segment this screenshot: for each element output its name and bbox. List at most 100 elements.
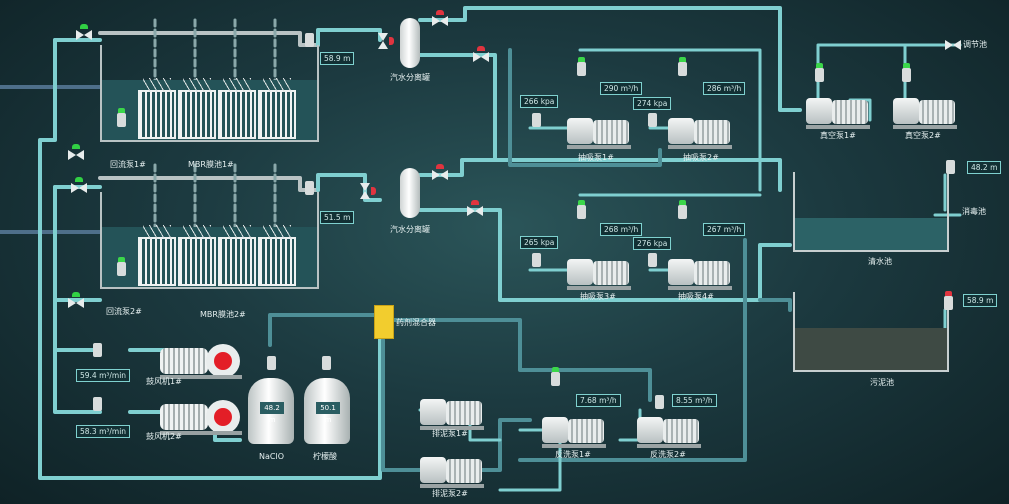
vacuum-pump-1[interactable] [806, 94, 870, 129]
sludge-level-sensor[interactable] [944, 291, 953, 310]
suction-pump-4-label: 抽吸泵4# [678, 292, 714, 301]
blower-2[interactable] [160, 398, 242, 436]
membrane-module [138, 78, 176, 139]
suction-pump-3-flow: 268 m³/h [600, 223, 643, 236]
sludge-tank-label: 污泥池 [870, 378, 894, 387]
suction-pump-4-flow: 267 m³/h [703, 223, 746, 236]
dosing-mixer-label: 药剂混合器 [396, 318, 436, 327]
suction-pump-1-pressure: 266 kpa [520, 95, 559, 108]
membrane-module [138, 225, 176, 286]
sludge-pump-1-label: 排泥泵1# [432, 429, 468, 438]
valve-separator-1-in[interactable] [378, 33, 388, 49]
clear-water-tank-level: 48.2 m [967, 161, 1002, 174]
blower-2-sensor[interactable] [93, 397, 102, 411]
valve-inlet-2[interactable] [71, 177, 87, 193]
suction-pump-4[interactable] [668, 255, 732, 290]
vacuum-pump-1-label: 真空泵1# [820, 131, 856, 140]
naclo-label: NaClO [259, 452, 284, 461]
pressure-gauge-2[interactable] [648, 113, 657, 127]
regulating-valve[interactable] [945, 40, 961, 50]
level-transmitter-2[interactable] [305, 181, 314, 195]
flow-meter-4[interactable] [678, 200, 687, 219]
clear-water-tank-label: 清水池 [868, 257, 892, 266]
membrane-module [178, 78, 216, 139]
regulating-tank-label: 调节池 [963, 40, 987, 49]
clear-water-level-sensor[interactable] [946, 160, 955, 174]
valve-separator-1-out[interactable] [473, 46, 489, 62]
mbr-tank-2-label: MBR膜池2# [200, 310, 246, 319]
separator-2-label: 汽水分离罐 [390, 225, 430, 234]
backwash-pump-2-label: 反洗泵2# [650, 450, 686, 459]
blower-1-flow: 59.4 m³/min [76, 369, 131, 382]
membrane-module [258, 225, 296, 286]
valve-separator-2-top[interactable] [432, 164, 448, 180]
level-transmitter-1[interactable] [305, 33, 314, 47]
backwash-pump-1-label: 反洗泵1# [555, 450, 591, 459]
suction-pump-3[interactable] [567, 255, 631, 290]
membrane-module [258, 78, 296, 139]
blower-1-sensor[interactable] [93, 343, 102, 357]
blower-1[interactable] [160, 342, 242, 380]
backwash-pump-1[interactable] [542, 413, 606, 448]
mbr-tank-1-label: MBR膜池1# [188, 160, 234, 169]
suction-pump-2-pressure: 274 kpa [633, 97, 672, 110]
level-sensor-mbr-2[interactable] [117, 257, 126, 276]
separator-tank-1[interactable] [400, 18, 420, 68]
level-sensor-mbr-1[interactable] [117, 108, 126, 127]
vacuum-pump-2[interactable] [893, 94, 957, 129]
valve-inlet-1[interactable] [76, 24, 92, 40]
sludge-pump-2[interactable] [420, 453, 484, 488]
disinfection-tank-label: 消毒池 [962, 207, 986, 216]
flow-meter-2[interactable] [678, 57, 687, 76]
blower-1-label: 鼓风机1# [146, 377, 182, 386]
backwash-flow-meter-1[interactable] [551, 367, 560, 386]
separator-tank-2[interactable] [400, 168, 420, 218]
clear-water-tank [793, 172, 949, 252]
sludge-pump-2-label: 排泥泵2# [432, 489, 468, 498]
suction-pump-1-label: 抽吸泵1# [578, 153, 614, 162]
suction-pump-2[interactable] [668, 114, 732, 149]
naclo-level: 48.2 m [260, 402, 284, 424]
mbr-tank-1-level: 58.9 m [320, 52, 355, 65]
suction-pump-3-pressure: 265 kpa [520, 236, 559, 249]
flow-meter-1[interactable] [577, 57, 586, 76]
pressure-gauge-1[interactable] [532, 113, 541, 127]
dosing-mixer[interactable] [374, 305, 394, 339]
suction-pump-1[interactable] [567, 114, 631, 149]
valve-separator-1-top[interactable] [432, 10, 448, 26]
suction-pump-1-flow: 290 m³/h [600, 82, 643, 95]
citric-acid-sensor[interactable] [322, 356, 331, 370]
membrane-module [178, 225, 216, 286]
suction-pump-2-flow: 286 m³/h [703, 82, 746, 95]
separator-1-label: 汽水分离罐 [390, 73, 430, 82]
naclo-tank[interactable]: 48.2 m [248, 378, 294, 444]
suction-pump-3-label: 抽吸泵3# [580, 292, 616, 301]
valve-separator-2-in[interactable] [360, 183, 370, 199]
citric-acid-level: 50.1 m [316, 402, 340, 424]
backwash-flow-meter-2[interactable] [655, 395, 664, 409]
vacuum-sensor-1[interactable] [815, 63, 824, 82]
blower-2-label: 鼓风机2# [146, 432, 182, 441]
membrane-module [218, 225, 256, 286]
backwash-pump-2-flow: 8.55 m³/h [672, 394, 717, 407]
pressure-gauge-3[interactable] [532, 253, 541, 267]
backwash-pump-1-flow: 7.68 m³/h [576, 394, 621, 407]
valve-return-2[interactable] [68, 292, 84, 308]
sludge-tank-level: 58.9 m [963, 294, 998, 307]
naclo-sensor[interactable] [267, 356, 276, 370]
mbr-tank-2-level: 51.5 m [320, 211, 355, 224]
vacuum-sensor-2[interactable] [902, 63, 911, 82]
suction-pump-2-label: 抽吸泵2# [683, 153, 719, 162]
sludge-tank [793, 292, 949, 372]
blower-2-flow: 58.3 m³/min [76, 425, 131, 438]
citric-acid-tank[interactable]: 50.1 m [304, 378, 350, 444]
backwash-pump-2[interactable] [637, 413, 701, 448]
flow-meter-3[interactable] [577, 200, 586, 219]
pressure-gauge-4[interactable] [648, 253, 657, 267]
return-pump-1-label: 回流泵1# [110, 160, 146, 169]
valve-return-1[interactable] [68, 144, 84, 160]
valve-separator-2-out[interactable] [467, 200, 483, 216]
return-pump-2-label: 回流泵2# [106, 307, 142, 316]
sludge-pump-1[interactable] [420, 395, 484, 430]
